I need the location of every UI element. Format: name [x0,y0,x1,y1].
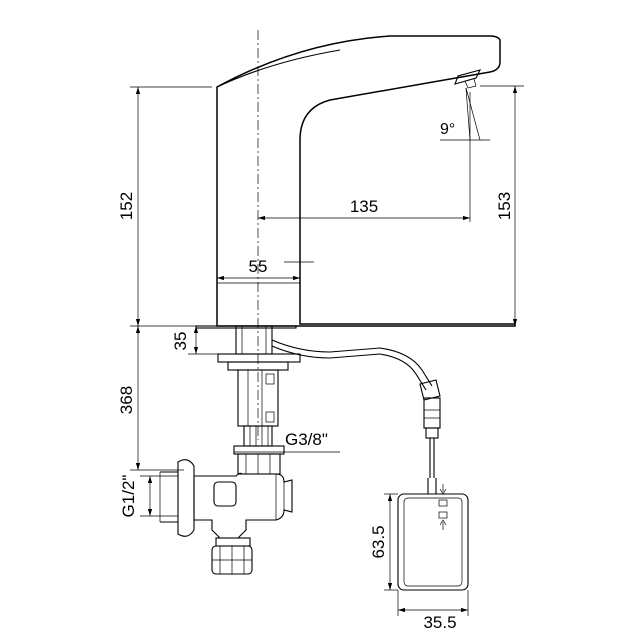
control-box [397,478,469,591]
dim-g12 [140,475,178,517]
dim-base-diameter [217,261,314,281]
dim-label-35-5: 35.5 [423,613,456,632]
dim-label-35: 35 [171,332,190,351]
dim-box-height [384,493,398,591]
dim-label-g38: G3/8" [285,430,328,449]
dim-outlet-height [480,85,524,326]
dim-mount-thickness [188,326,218,355]
dim-shank-length [130,326,184,471]
sensor-cable [271,339,441,478]
dim-outlet-angle [440,87,490,141]
dim-label-55: 55 [249,257,268,276]
dim-label-g12: G1/2" [119,475,138,518]
faucet-body [195,35,516,329]
dim-reach [258,92,471,222]
angle-valve [159,459,293,575]
dim-box-width [397,590,469,616]
dim-label-368: 368 [117,386,136,414]
dim-spout-height [130,86,212,327]
dim-label-153: 153 [495,192,514,220]
dim-label-9deg: 9° [440,121,455,138]
dim-label-63-5: 63.5 [369,525,388,558]
dim-label-152: 152 [117,192,136,220]
dim-label-135: 135 [350,197,378,216]
